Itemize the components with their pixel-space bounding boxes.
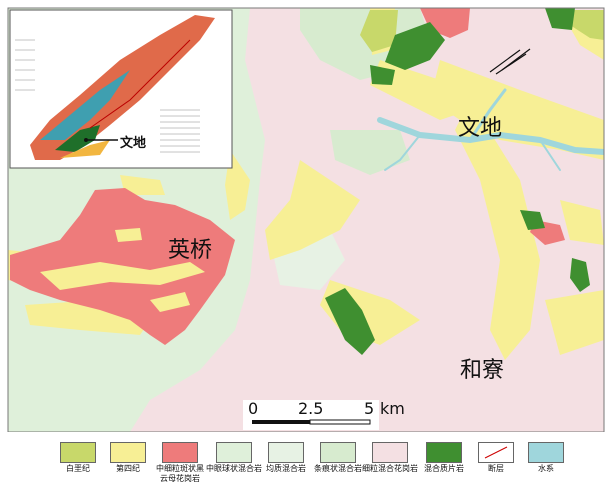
- inset-wendi-label: 文地: [120, 136, 147, 151]
- place-heliao: 和寮: [460, 358, 505, 383]
- legend-swatch: [60, 442, 96, 463]
- inset-location-marker: [84, 138, 88, 142]
- legend-swatch: [426, 442, 462, 463]
- legend-label: 断层: [488, 464, 504, 473]
- map-frame: [7, 7, 605, 432]
- legend-label: 条痕状混合岩: [314, 464, 362, 473]
- legend-label: 细粒混合花岗岩: [362, 464, 418, 473]
- cretaceous-area: [360, 10, 604, 52]
- scale-tick-2-5: 2.5: [298, 399, 324, 418]
- streaky-migmatite-area: [330, 130, 410, 175]
- scale-bar: [243, 400, 379, 430]
- scale-tick-5: 5: [364, 399, 375, 418]
- map-legend: 白垩纪 第四纪 中细粒斑状黑 云母花岗岩中眼球状混合岩均质混合岩条痕状混合岩细粒混合…: [0, 432, 611, 490]
- legend-swatch: [320, 442, 356, 463]
- legend-swatch: [528, 442, 564, 463]
- legend-swatch: [162, 442, 198, 463]
- legend-swatch: [372, 442, 408, 463]
- legend-swatch: [110, 442, 146, 463]
- schist-body: [325, 8, 590, 355]
- fault-lines: [489, 48, 531, 75]
- scale-unit: km: [380, 399, 405, 418]
- legend-label: 中细粒斑状黑 云母花岗岩: [156, 464, 204, 483]
- legend-label: 均质混合岩: [266, 464, 306, 473]
- legend-label: 白垩纪: [66, 464, 90, 473]
- legend-swatch: [216, 442, 252, 463]
- legend-label: 混合质片岩: [424, 464, 464, 473]
- place-wendi: 文地: [458, 116, 503, 141]
- legend-swatch: [478, 442, 514, 463]
- map-canvas: [7, 7, 605, 432]
- quaternary-deposits: [40, 228, 205, 312]
- legend-label: 第四纪: [116, 464, 140, 473]
- legend-label: 水系: [538, 464, 554, 473]
- river-network: [377, 88, 604, 171]
- legend-swatch: [268, 442, 304, 463]
- legend-label: 中眼球状混合岩: [206, 464, 262, 473]
- scale-tick-0: 0: [248, 399, 259, 418]
- inset-location-map: [9, 9, 233, 169]
- place-yingqiao: 英桥: [168, 238, 213, 263]
